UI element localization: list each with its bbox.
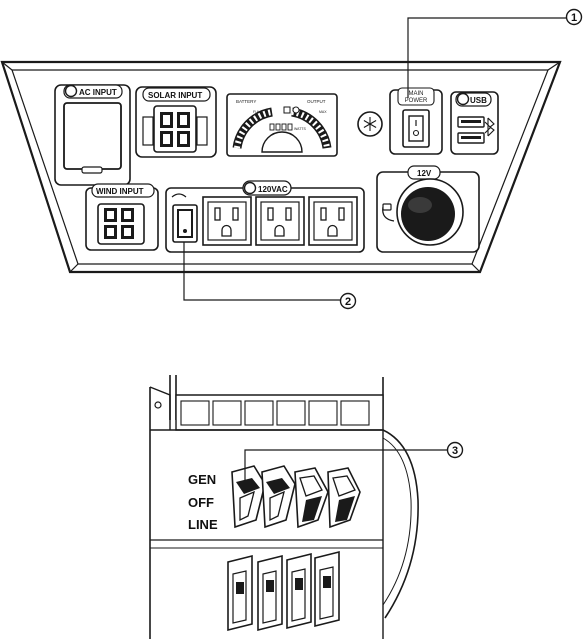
usb-module: USB (450, 91, 499, 155)
wind-input-module: WIND INPUT (85, 183, 159, 251)
full-label: FULL (253, 110, 262, 114)
gen-label: GEN (188, 472, 216, 487)
line-label: LINE (188, 517, 218, 532)
main-power-module: MAIN POWER (389, 87, 443, 155)
main-power-label: MAIN (409, 91, 424, 97)
twelve-v-label: 12V (417, 169, 432, 178)
ac-outlet-3[interactable] (308, 196, 358, 246)
callout-3-number: 3 (452, 445, 458, 457)
callout-3: 3 (244, 441, 464, 488)
off-label: OFF (188, 495, 214, 510)
callout-1: 1 (407, 8, 583, 98)
ac-outlet-2[interactable] (255, 196, 305, 246)
breaker-2[interactable] (257, 554, 283, 632)
ac-outlet-switch[interactable] (172, 204, 198, 243)
transfer-switches (231, 465, 361, 529)
car-socket-cap[interactable] (382, 178, 464, 246)
bluetooth-icon (484, 117, 495, 137)
watts-readout: WATTS (269, 123, 307, 131)
callout-2: 2 (183, 242, 357, 310)
main-power-label-2: POWER (405, 98, 428, 104)
transfer-switch-2[interactable] (261, 465, 296, 529)
usb-indicator-icon (456, 92, 470, 106)
vac-label: 120VAC (258, 185, 288, 194)
battery-label: BATTERY (236, 99, 256, 104)
solar-input-label: SOLAR INPUT (148, 91, 202, 100)
wind-connector-icon (97, 203, 145, 245)
breaker-4[interactable] (314, 550, 340, 628)
watts-label: WATTS (294, 127, 307, 131)
callout-1-number: 1 (571, 12, 577, 24)
ac-input-label: AC INPUT (79, 88, 117, 97)
usb-port-1[interactable] (457, 116, 485, 128)
snowflake-icon (363, 117, 377, 131)
breaker-3[interactable] (286, 552, 312, 630)
usb-port-2[interactable] (457, 132, 485, 144)
transfer-switch-4[interactable] (327, 467, 361, 529)
transfer-switch-1[interactable] (231, 465, 266, 529)
usb-label: USB (470, 96, 487, 105)
main-power-switch[interactable] (402, 109, 430, 148)
fan-button[interactable] (357, 111, 383, 137)
breaker-row (227, 550, 340, 632)
ac-input-indicator-icon (64, 84, 78, 98)
output-label: OUTPUT (307, 99, 326, 104)
breaker-1[interactable] (227, 554, 253, 632)
transfer-switch-3[interactable] (294, 467, 329, 529)
ac-input-module: AC INPUT (54, 84, 131, 186)
ac-outlet-module: 120VAC (165, 180, 365, 253)
transfer-switch-panel (149, 375, 419, 639)
vac-indicator-icon (243, 181, 257, 195)
wind-input-label: WIND INPUT (96, 187, 144, 196)
battery-output-display: BATTERY OUTPUT FULL MAX WATTS (226, 93, 338, 157)
solar-input-module: SOLAR INPUT (135, 86, 217, 158)
ac-outlet-1[interactable] (202, 196, 252, 246)
max-label: MAX (319, 110, 327, 114)
solar-connector-icon (142, 105, 208, 153)
callout-2-number: 2 (345, 296, 351, 308)
twelve-v-module: 12V (376, 165, 480, 253)
